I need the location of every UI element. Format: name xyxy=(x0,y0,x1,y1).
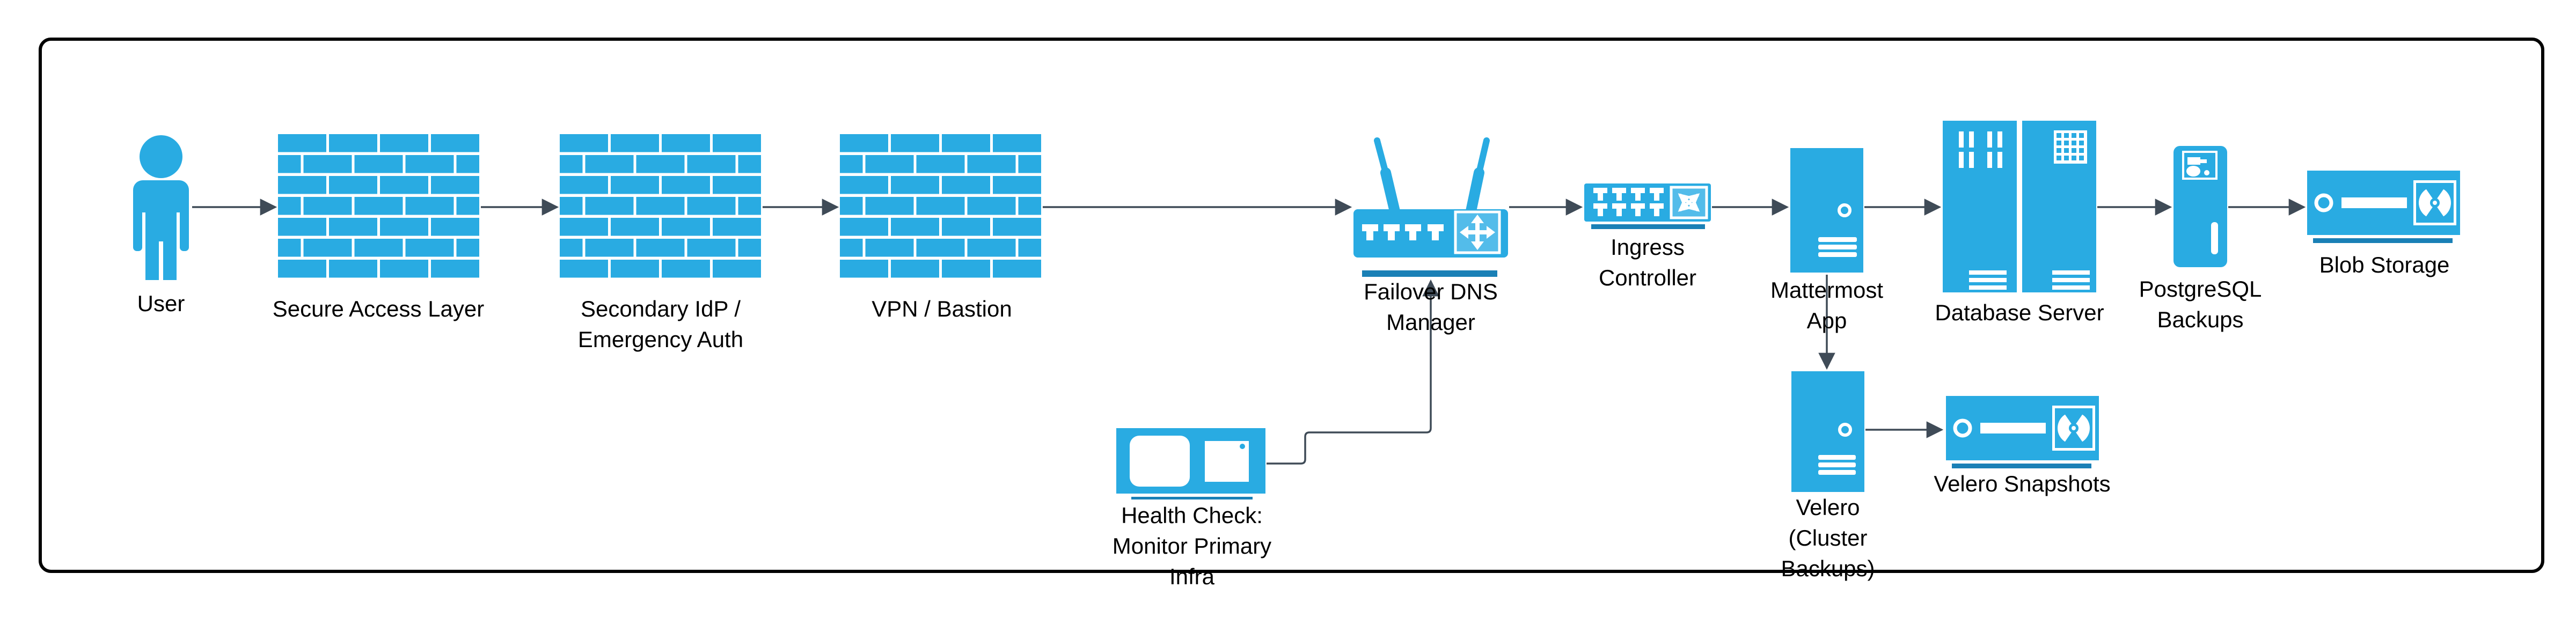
node-failover-dns-label-1: Failover DNS xyxy=(1364,279,1498,304)
node-failover-dns: Failover DNS Manager xyxy=(1353,137,1508,335)
backup-tower-icon xyxy=(2174,146,2227,267)
snapshots-underline xyxy=(1952,464,2091,468)
node-database-server: Database Server xyxy=(1935,121,2104,325)
node-ingress-controller: Ingress Controller xyxy=(1584,183,1711,290)
node-pg-backups-label-2: Backups xyxy=(2157,307,2243,332)
node-database-label: Database Server xyxy=(1935,300,2104,325)
blob-underline xyxy=(2313,238,2453,243)
person-icon xyxy=(133,135,189,280)
edge-health-failover-dns xyxy=(1267,279,1439,465)
node-blob-storage-label: Blob Storage xyxy=(2319,252,2450,277)
node-velero-label-1: Velero xyxy=(1796,495,1860,520)
monitor-icon xyxy=(1116,428,1265,499)
tape-storage-icon xyxy=(2307,171,2460,243)
node-vpn-bastion: VPN / Bastion xyxy=(840,134,1041,321)
node-user-label: User xyxy=(137,291,185,316)
node-mattermost-label-1: Mattermost xyxy=(1770,277,1883,303)
node-failover-dns-label-2: Manager xyxy=(1386,310,1475,335)
node-secondary-idp: Secondary IdP / Emergency Auth xyxy=(560,134,761,352)
node-user: User xyxy=(133,135,189,316)
node-health-label-3: Infra xyxy=(1169,564,1215,589)
node-velero-label-2: (Cluster xyxy=(1788,525,1867,550)
node-health-check: Health Check: Monitor Primary Infra xyxy=(1113,428,1271,589)
firewall-icon xyxy=(278,134,479,280)
switch-underline xyxy=(1591,224,1705,229)
node-velero-snapshots-label: Velero Snapshots xyxy=(1934,471,2110,496)
diagram-border xyxy=(39,38,2544,573)
node-velero: Velero (Cluster Backups) xyxy=(1781,371,1875,581)
server-tower-icon xyxy=(1790,148,1863,273)
tape-storage-icon xyxy=(1946,396,2099,468)
node-secondary-idp-label-2: Emergency Auth xyxy=(578,327,743,352)
router-underline xyxy=(1362,270,1497,277)
server-rack-icon xyxy=(1943,121,2096,292)
node-ingress-label-2: Controller xyxy=(1599,265,1696,290)
connectors xyxy=(192,199,2306,465)
node-secure-access-label: Secure Access Layer xyxy=(273,296,485,321)
node-pg-backups-label-1: PostgreSQL xyxy=(2139,276,2262,302)
node-mattermost-app: Mattermost App xyxy=(1770,148,1883,333)
node-health-label-2: Monitor Primary xyxy=(1113,533,1271,558)
node-health-label-1: Health Check: xyxy=(1121,503,1263,528)
node-secondary-idp-label-1: Secondary IdP / xyxy=(581,296,741,321)
node-secure-access-layer: Secure Access Layer xyxy=(273,134,485,321)
node-mattermost-label-2: App xyxy=(1807,308,1847,333)
node-vpn-bastion-label: VPN / Bastion xyxy=(872,296,1012,321)
switch-icon xyxy=(1584,183,1711,229)
node-pg-backups: PostgreSQL Backups xyxy=(2139,146,2262,332)
firewall-icon xyxy=(840,134,1041,280)
node-velero-label-3: Backups) xyxy=(1781,556,1875,581)
wireless-router-icon xyxy=(1353,137,1508,277)
node-ingress-label-1: Ingress xyxy=(1611,234,1685,260)
firewall-icon xyxy=(560,134,761,280)
node-blob-storage: Blob Storage xyxy=(2307,171,2460,277)
health-underline xyxy=(1131,497,1253,499)
server-tower-icon xyxy=(1791,371,1864,492)
node-velero-snapshots: Velero Snapshots xyxy=(1934,396,2111,496)
